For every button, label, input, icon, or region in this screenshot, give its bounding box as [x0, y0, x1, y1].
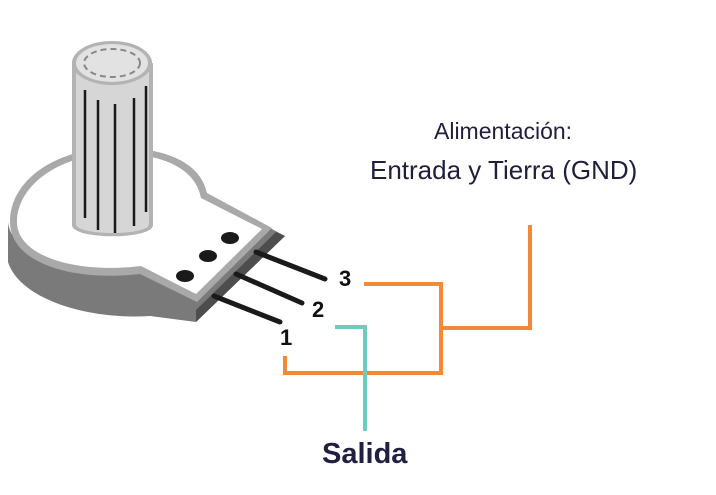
power-title: Alimentación: — [434, 118, 573, 144]
power-wires — [283, 225, 532, 375]
output-wire — [335, 325, 367, 431]
pin-3-label: 3 — [339, 266, 352, 291]
output-label: Salida — [322, 438, 408, 470]
knob-shaft — [72, 41, 153, 237]
pin-legs — [211, 249, 328, 325]
pin-1-label: 1 — [280, 325, 293, 350]
pin-2-label: 2 — [312, 297, 325, 322]
power-detail: Entrada y Tierra (GND) — [370, 155, 638, 185]
